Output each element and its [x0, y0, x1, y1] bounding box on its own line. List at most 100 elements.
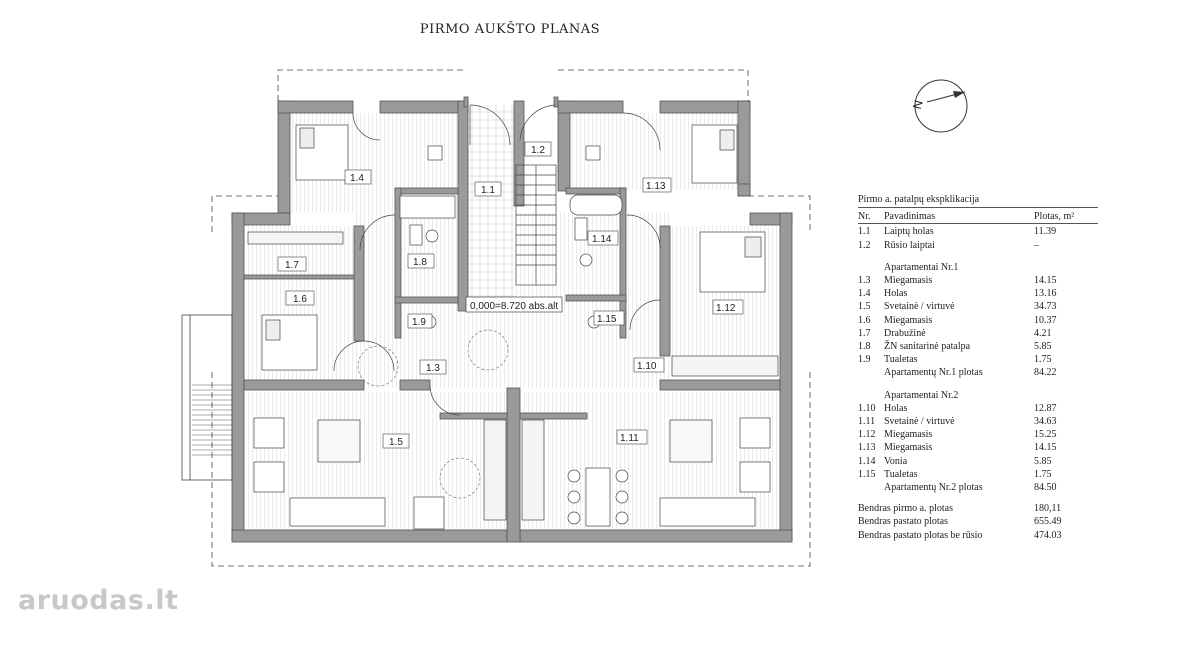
row-name: Miegamasis: [884, 275, 933, 287]
grand-total-label: Bendras pirmo a. plotas: [858, 503, 953, 515]
armchair-1-5-b: [253, 461, 285, 493]
total-label: Apartamentų Nr.1 plotas: [884, 367, 983, 379]
room-label-1-13: 1.13: [646, 181, 666, 192]
row-name: Rūsio laiptai: [884, 239, 935, 251]
kitchen-counter-1-11: [521, 419, 545, 521]
row-name: Svetainė / virtuvė: [884, 301, 955, 313]
room-schedule: Pirmo a. patalpų ekspklikacija Nr. Pavad…: [858, 193, 1098, 542]
grand-total-row: Bendras pastato plotas 655.49: [858, 515, 1098, 528]
room-label-1-14: 1.14: [592, 234, 612, 245]
row-area: 34.73: [1034, 301, 1057, 313]
row-nr: 1.8: [858, 341, 871, 353]
row-name: ŽN sanitarinė patalpa: [884, 341, 971, 353]
row-nr: 1.11: [858, 416, 876, 428]
dining-table-1-5: [413, 496, 445, 530]
room-label-1-7: 1.7: [285, 260, 299, 271]
room-label-1-15: 1.15: [597, 314, 617, 325]
room-label-1-3: 1.4: [350, 173, 364, 184]
room-labels: 1.4 1.1 1.2 1.13 1.7 1.8 1.14 1.6 1.12 1…: [277, 141, 744, 449]
schedule-row: 1.6 Miegamasis 10.37: [858, 314, 1098, 327]
row-nr: 1.10: [858, 402, 876, 414]
total-label: Apartamentų Nr.2 plotas: [884, 482, 983, 494]
header-name: Pavadinimas: [884, 211, 936, 223]
watermark-logo: aruodas.lt: [18, 585, 178, 616]
watermark-text: aruodas: [18, 585, 145, 616]
row-name: Svetainė / virtuvė: [884, 416, 955, 428]
row-nr: 1.6: [858, 314, 871, 326]
row-nr: 1.4: [858, 288, 871, 300]
armchair-1-11-a: [739, 417, 771, 449]
row-area: 15.25: [1034, 429, 1057, 441]
doors: [333, 104, 661, 416]
row-nr: 1.1: [858, 226, 871, 238]
coffee-table-1-11: [669, 419, 713, 463]
row-name: Vonia: [884, 455, 908, 467]
row-name: Drabužinė: [884, 327, 926, 339]
room-label-1-6: 1.6: [293, 294, 307, 305]
row-area: 34.63: [1034, 416, 1057, 428]
sofa-1-5: [289, 497, 386, 527]
exterior-stairs: [181, 314, 233, 481]
row-area: 10.37: [1034, 314, 1057, 326]
total-value: 84.22: [1034, 367, 1057, 379]
coffee-table-1-5: [317, 419, 361, 463]
apt2-title: Apartamentai Nr.2: [884, 389, 959, 401]
compass-letter: N: [910, 99, 926, 111]
row-name: Miegamasis: [884, 429, 933, 441]
armchair-1-5-a: [253, 417, 285, 449]
shower-1-8: [399, 195, 456, 219]
room-label-1-5: 1.5: [389, 437, 403, 448]
row-area: 14.15: [1034, 442, 1057, 454]
grand-total-value: 655.49: [1034, 516, 1062, 528]
grand-total-label: Bendras pastato plotas: [858, 516, 948, 528]
grand-total-label: Bendras pastato plotas be rūsio: [858, 529, 983, 541]
row-name: Miegamasis: [884, 442, 933, 454]
interior-stairs: [515, 164, 557, 286]
row-area: –: [1034, 239, 1039, 251]
level-mark: 0,000=8.720 abs.alt: [470, 301, 558, 312]
grand-total-value: 180,11: [1034, 503, 1062, 515]
grand-total-row: Bendras pirmo a. plotas 180,11: [858, 502, 1098, 515]
room-label-1-8: 1.8: [413, 257, 427, 268]
row-area: 5.85: [1034, 455, 1052, 467]
row-nr: 1.2: [858, 239, 871, 251]
header-nr: Nr.: [858, 211, 871, 223]
row-area: 11.39: [1034, 226, 1057, 238]
wardrobe-1-12: [671, 355, 779, 377]
kitchen-counter-1-5: [483, 419, 507, 521]
walls: [231, 96, 793, 543]
furniture: [247, 124, 779, 530]
row-area: 12.87: [1034, 402, 1057, 414]
row-name: Miegamasis: [884, 314, 933, 326]
grand-total-value: 474.03: [1034, 529, 1062, 541]
schedule-header: Nr. Pavadinimas Plotas, m²: [858, 210, 1098, 225]
room-label-1-2: 1.2: [531, 145, 545, 156]
row-area: 1.75: [1034, 354, 1052, 366]
row-name: Tualetas: [884, 468, 918, 480]
row-area: 14.15: [1034, 275, 1057, 287]
row-nr: 1.5: [858, 301, 871, 313]
grand-total-row: Bendras pastato plotas be rūsio 474.03: [858, 529, 1098, 542]
wardrobe-1-7: [247, 231, 344, 245]
room-label-1-11: 1.11: [620, 433, 639, 444]
row-nr: 1.7: [858, 327, 871, 339]
schedule-row: 1.1 Laiptų holas 11.39: [858, 225, 1098, 238]
apt1-total: Apartamentų Nr.1 plotas 84.22: [858, 366, 1098, 379]
turning-circles: [357, 329, 509, 499]
row-area: 1.75: [1034, 468, 1052, 480]
row-area: 5.85: [1034, 341, 1052, 353]
schedule-row: 1.11 Svetainė / virtuvė 34.63: [858, 415, 1098, 428]
room-label-1-1: 1.1: [481, 185, 495, 196]
schedule-row: 1.8 ŽN sanitarinė patalpa 5.85: [858, 340, 1098, 353]
row-nr: 1.9: [858, 354, 871, 366]
apt1-title: Apartamentai Nr.1: [884, 261, 959, 273]
plan-title: PIRMO AUKŠTO PLANAS: [419, 22, 601, 37]
